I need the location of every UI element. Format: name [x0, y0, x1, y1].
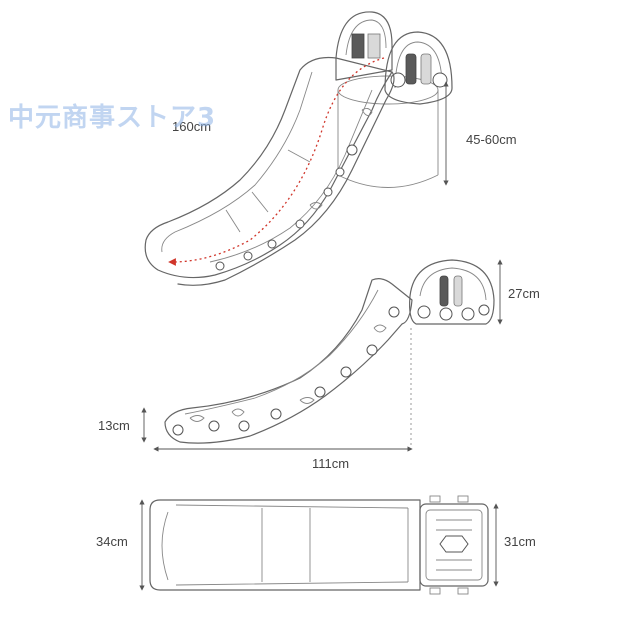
label-slide-length: 160cm — [172, 119, 211, 134]
dim-width-top: 31cm — [493, 503, 536, 587]
top-arch-front — [384, 31, 453, 105]
watermark-text: 中元商事ストア3 — [8, 102, 216, 133]
perspective-view — [144, 11, 453, 286]
dim-platform-height: 45-60cm — [443, 81, 517, 186]
platform-base — [337, 75, 439, 188]
dim-top-height: 27cm — [497, 259, 540, 325]
plan-view — [149, 495, 489, 595]
label-side-length: 111cm — [312, 456, 349, 471]
label-bottom-height: 13cm — [98, 418, 130, 433]
dim-side-length: 111cm — [153, 446, 413, 471]
top-arch-rear — [335, 11, 393, 81]
dim-width-bottom: 34cm — [96, 499, 145, 591]
dim-bottom-height: 13cm — [98, 407, 147, 443]
label-top-height: 27cm — [508, 286, 540, 301]
label-platform-height: 45-60cm — [466, 132, 517, 147]
side-view — [164, 259, 495, 446]
label-width-top: 31cm — [504, 534, 536, 549]
label-width-bottom: 34cm — [96, 534, 128, 549]
slide-chute — [144, 56, 395, 286]
